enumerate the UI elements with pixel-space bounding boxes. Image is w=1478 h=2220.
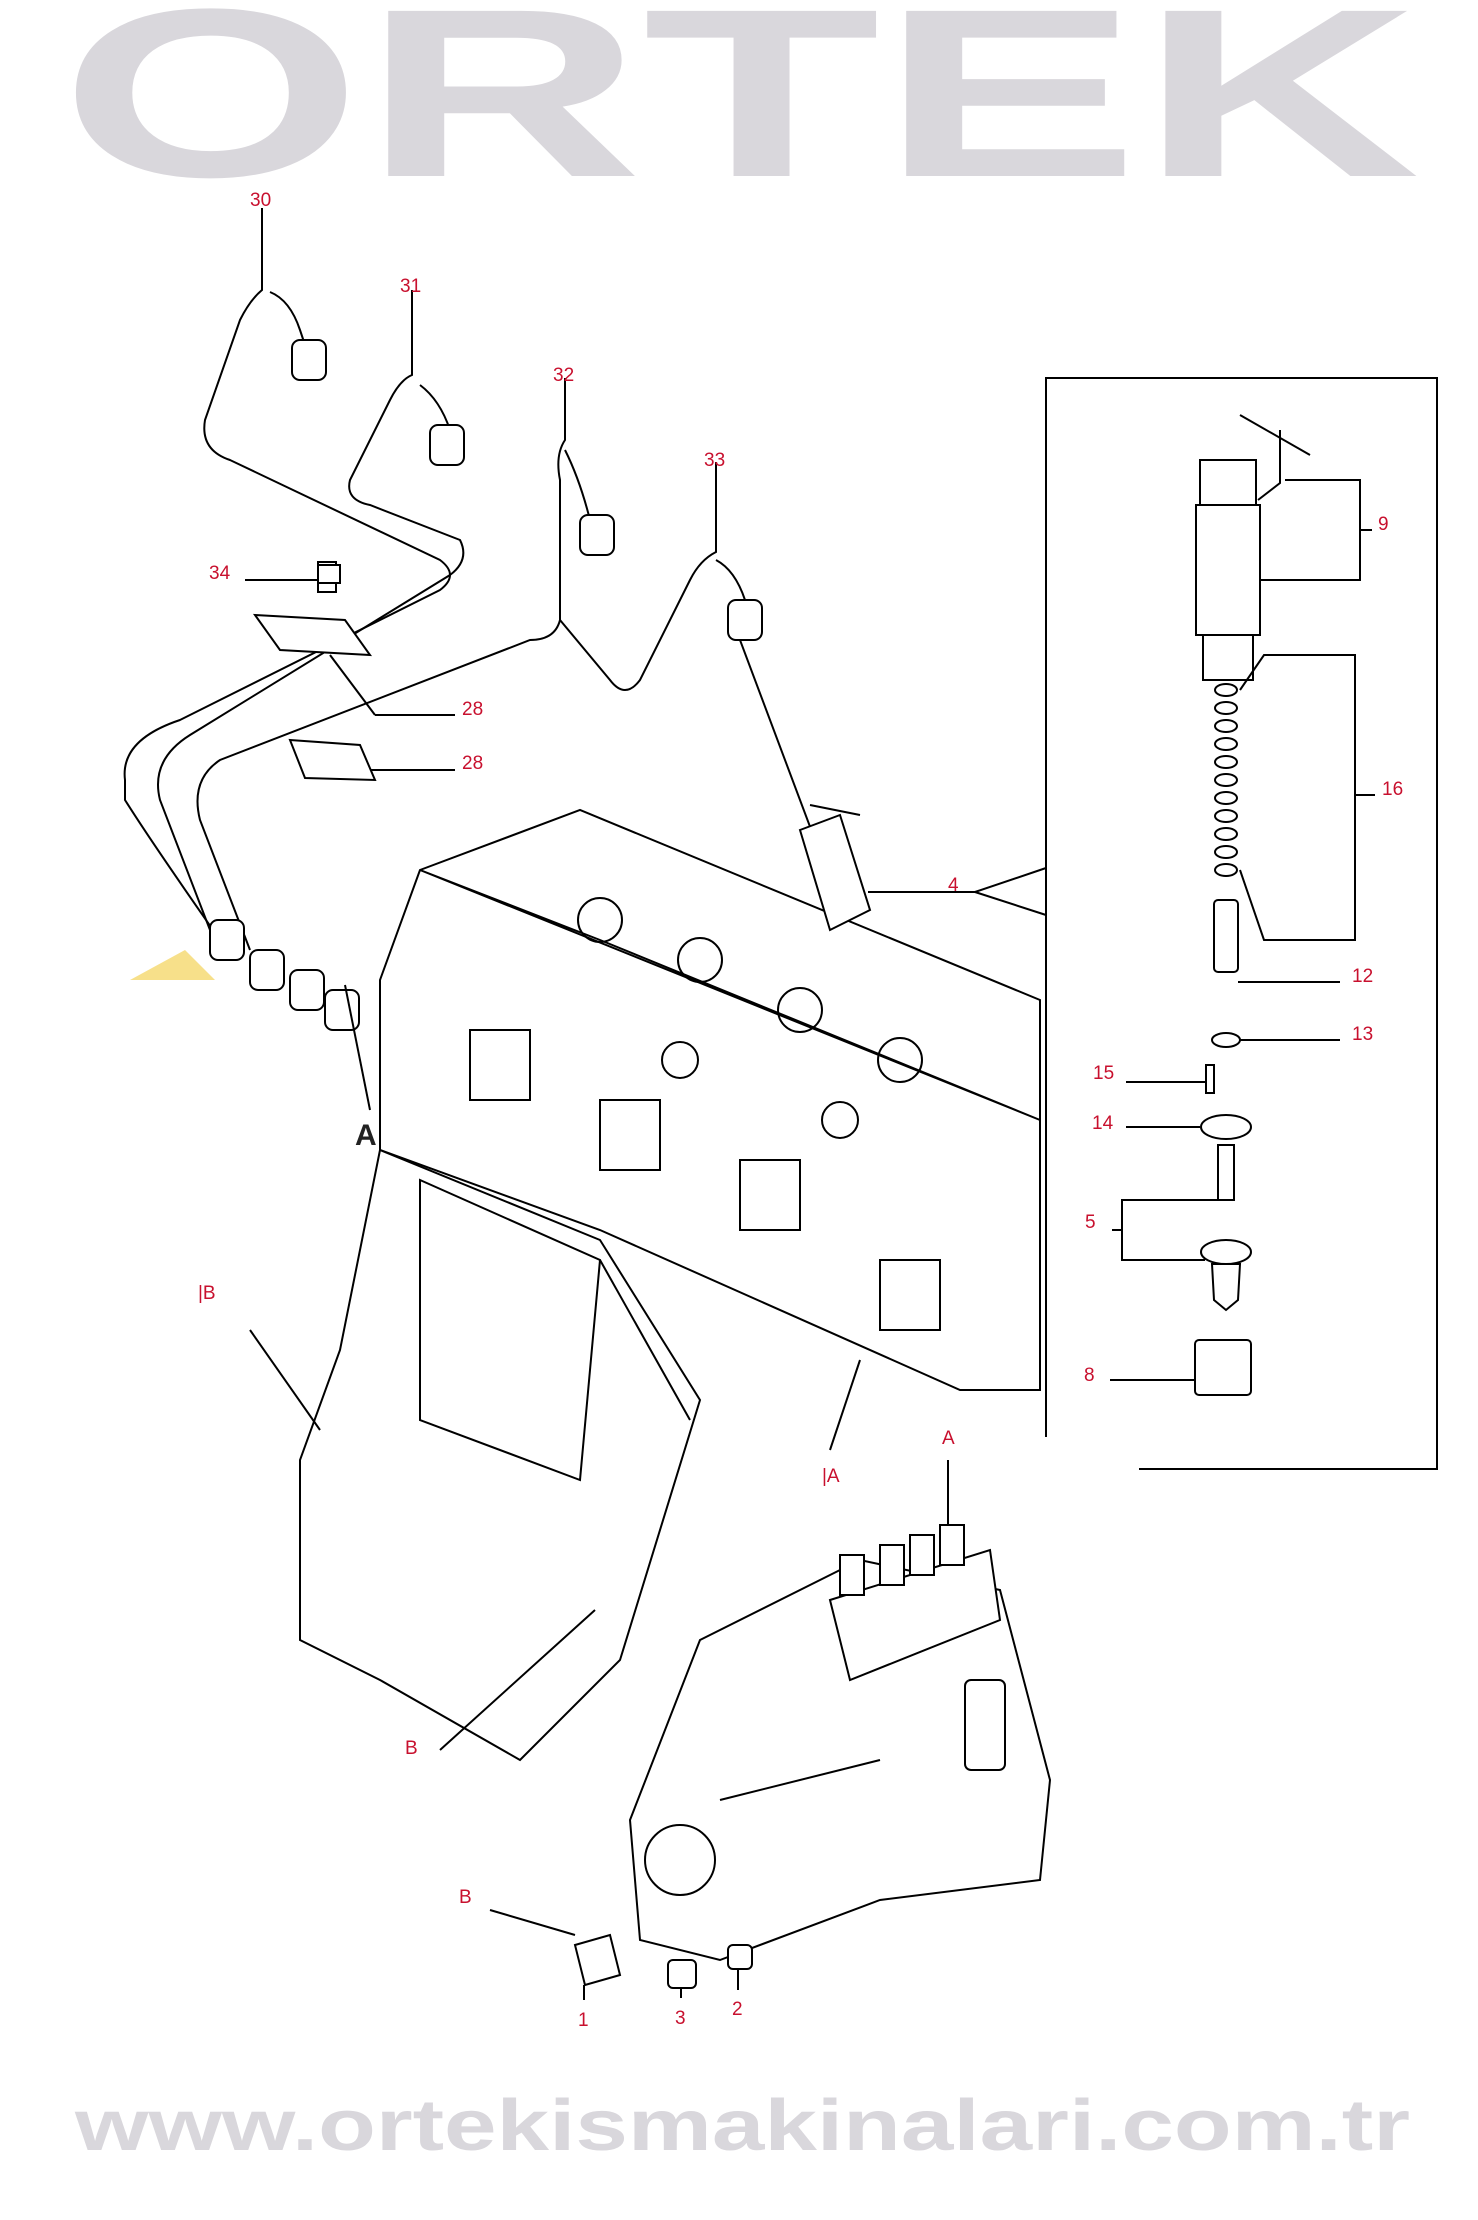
ref-a-pump: A <box>942 1428 955 1449</box>
leader-lines <box>249 208 949 1936</box>
callout-33: 33 <box>704 450 725 471</box>
ref-a-mark: |A <box>822 1466 840 1487</box>
bolt-34 <box>245 564 341 584</box>
injector-assembled <box>798 804 872 932</box>
callout-9: 9 <box>1378 514 1389 535</box>
fuel-injection-pipes <box>123 228 831 951</box>
callout-3: 3 <box>675 2008 686 2029</box>
pipe-nuts <box>209 339 763 1031</box>
callout-30: 30 <box>250 190 271 211</box>
view-references: A |B |A A B B <box>198 1119 955 1908</box>
watermark-logo: ORTEK <box>60 0 1420 227</box>
callout-12: 12 <box>1352 966 1373 987</box>
callout-14: 14 <box>1092 1113 1114 1134</box>
watermark: ORTEK www.ortekismakinalari.com.tr <box>60 0 1420 2166</box>
callout-5: 5 <box>1085 1212 1096 1233</box>
watermark-url: www.ortekismakinalari.com.tr <box>74 2086 1410 2166</box>
injection-pump <box>628 1524 1052 1962</box>
ref-a-arrow: A <box>355 1119 377 1152</box>
ref-b-mark: |B <box>198 1283 216 1304</box>
callout-13: 13 <box>1352 1024 1373 1045</box>
injector-detail-box <box>868 377 1438 1470</box>
callout-16: 16 <box>1382 779 1403 800</box>
callout-31: 31 <box>400 276 421 297</box>
callouts: 30 31 32 33 34 28 28 9 16 4 12 13 15 14 … <box>209 190 1403 2031</box>
callout-15: 15 <box>1093 1063 1114 1084</box>
ref-b-block: B <box>405 1738 418 1759</box>
bracket-and-bolts <box>573 1933 753 2000</box>
callout-28-upper: 28 <box>462 699 483 720</box>
callout-1: 1 <box>578 2010 589 2031</box>
callout-32: 32 <box>553 365 574 386</box>
callout-4: 4 <box>948 875 959 896</box>
callout-2: 2 <box>732 1999 743 2020</box>
shims-16 <box>1214 683 1238 877</box>
callout-34: 34 <box>209 563 231 584</box>
cylinder-block <box>299 808 1041 1762</box>
watermark-accent <box>130 950 215 980</box>
callout-28-lower: 28 <box>462 753 483 774</box>
pipe-clamps <box>252 561 377 782</box>
callout-8: 8 <box>1084 1365 1095 1386</box>
ref-b-bracket: B <box>459 1887 472 1908</box>
